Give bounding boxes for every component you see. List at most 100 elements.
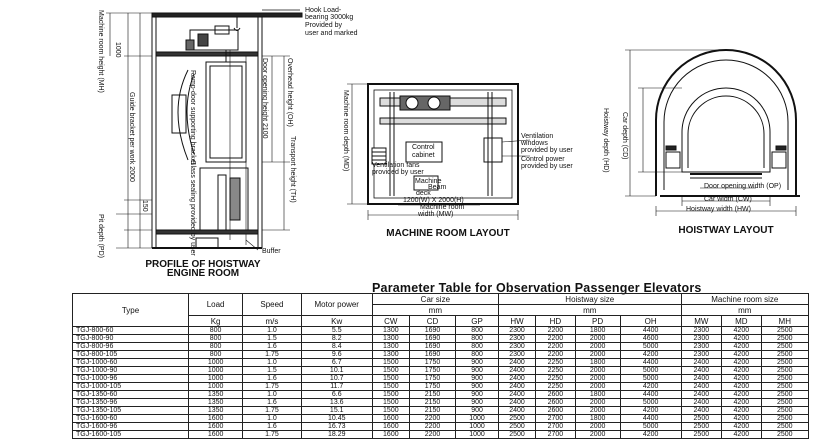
table-cell: 2200: [535, 326, 576, 335]
table-cell: 4400: [619, 326, 682, 335]
table-cell: 1690: [408, 350, 457, 359]
table-cell: 10.1: [300, 366, 373, 375]
table-cell: 1000: [455, 430, 499, 439]
row-type-cell: TGJ-1350-105: [71, 406, 190, 415]
header-type: Type: [71, 293, 190, 327]
table-cell: 4200: [721, 406, 762, 415]
table-cell: 2400: [497, 382, 537, 391]
ventilation-label-3: provided by user: [521, 147, 573, 154]
control-cabinet-label-1: Control: [412, 144, 435, 151]
table-cell: 8.2: [300, 334, 373, 343]
table-cell: 1.75: [242, 382, 302, 391]
table-cell: 2200: [535, 350, 576, 359]
table-cell: 1500: [371, 358, 410, 367]
table-cell: 2250: [535, 382, 576, 391]
table-cell: 2300: [497, 350, 537, 359]
table-cell: 900: [455, 382, 499, 391]
table-cell: 1800: [574, 390, 621, 399]
unit-load: Kg: [188, 315, 244, 327]
door-opening-width-label: Door opening width (OP): [704, 183, 782, 190]
table-cell: 1.0: [242, 390, 302, 399]
pit-depth-label: Pit depth (PD): [97, 214, 104, 258]
ventilation-fans-label-2: provided by user: [372, 169, 424, 176]
table-cell: 2500: [497, 414, 537, 423]
table-cell: 1500: [371, 406, 410, 415]
table-cell: 1600: [188, 422, 244, 431]
table-cell: 1750: [408, 374, 457, 383]
table-cell: 2500: [680, 414, 723, 423]
table-cell: 1.75: [242, 350, 302, 359]
row-type-cell: TGJ-1600-96: [71, 422, 190, 431]
table-cell: 10.7: [300, 374, 373, 383]
table-cell: 2500: [760, 350, 810, 359]
transport-height-label: Transport height (TH): [289, 136, 296, 203]
car-depth-label: Car depth (CD): [621, 112, 628, 160]
subheader-mh: MH: [760, 315, 810, 327]
table-cell: 2600: [535, 390, 576, 399]
table-cell: 2700: [535, 422, 576, 431]
row-type-cell: TGJ-1000-105: [71, 382, 190, 391]
profile-title-line2: ENGINE ROOM: [166, 268, 240, 279]
table-cell: 8.4: [300, 342, 373, 351]
technical-drawings: [106, 9, 800, 251]
table-cell: 4200: [721, 366, 762, 375]
table-cell: 16.73: [300, 422, 373, 431]
machine-room-layout-drawing: [347, 83, 531, 220]
table-cell: 4200: [721, 350, 762, 359]
table-cell: 2150: [408, 398, 457, 407]
table-cell: 1.5: [242, 366, 302, 375]
table-cell: 2000: [574, 422, 621, 431]
table-cell: 5000: [619, 422, 682, 431]
hoistway-layout-title: HOISTWAY LAYOUT: [678, 225, 774, 236]
table-cell: 1.75: [242, 430, 302, 439]
table-cell: 1000: [188, 382, 244, 391]
profile-title-line1: PROFILE OF HOISTWAY: [145, 259, 261, 270]
table-cell: 800: [455, 342, 499, 351]
table-cell: 1750: [408, 366, 457, 375]
table-cell: 2400: [680, 398, 723, 407]
header-hoistway-size: Hoistway size: [497, 293, 682, 305]
hook-load-label-4: user and marked: [305, 30, 358, 37]
header-car-size: Car size: [371, 293, 499, 305]
table-cell: 2000: [574, 350, 621, 359]
table-cell: 2300: [680, 342, 723, 351]
table-cell: 1.0: [242, 414, 302, 423]
table-cell: 2500: [497, 422, 537, 431]
unit-car-mm: mm: [371, 304, 499, 316]
subheader-cw: CW: [371, 315, 410, 327]
machine-base-label-3: deck: [416, 190, 431, 197]
table-cell: 2250: [535, 374, 576, 383]
table-cell: 1600: [371, 422, 410, 431]
hook-load-label-2: bearing 3000kg: [305, 14, 354, 21]
table-cell: 4200: [721, 334, 762, 343]
table-cell: 1350: [188, 398, 244, 407]
table-cell: 5.5: [300, 326, 373, 335]
table-cell: 4400: [619, 390, 682, 399]
table-cell: 1350: [188, 390, 244, 399]
unit-hoistway-mm: mm: [497, 304, 682, 316]
table-cell: 2000: [574, 334, 621, 343]
table-cell: 800: [188, 326, 244, 335]
table-cell: 1800: [574, 414, 621, 423]
table-cell: 1690: [408, 326, 457, 335]
table-cell: 1.6: [242, 398, 302, 407]
table-cell: 2400: [497, 390, 537, 399]
control-power-label-2: provided by user: [521, 163, 573, 170]
table-cell: 1600: [371, 430, 410, 439]
table-cell: 2500: [760, 406, 810, 415]
table-cell: 2300: [680, 334, 723, 343]
table-cell: 2500: [760, 334, 810, 343]
row-type-cell: TGJ-800-96: [71, 342, 190, 351]
table-cell: 2200: [408, 414, 457, 423]
hoistway-layout-drawing: [625, 49, 800, 216]
table-cell: 2200: [408, 422, 457, 431]
table-cell: 1600: [188, 414, 244, 423]
table-cell: 1.0: [242, 358, 302, 367]
table-cell: 1750: [408, 358, 457, 367]
row-type-cell: TGJ-1000-96: [71, 374, 190, 383]
